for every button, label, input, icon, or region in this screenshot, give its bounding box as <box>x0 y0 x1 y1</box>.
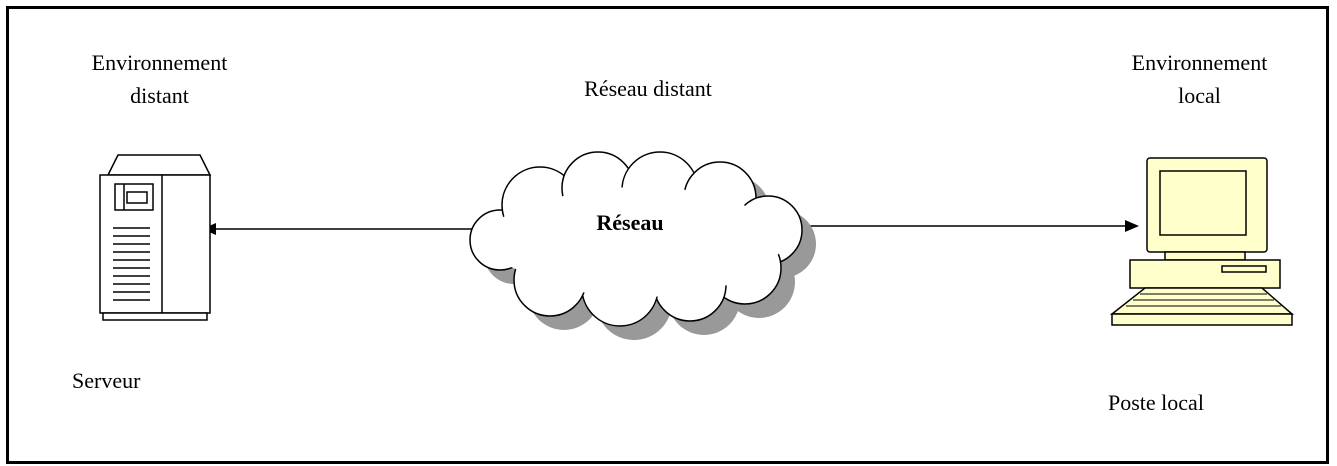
cloud-label: Réseau <box>596 210 664 235</box>
remote-network-title: Réseau distant <box>584 76 712 101</box>
server-caption: Serveur <box>72 368 141 393</box>
network-cloud-icon <box>469 151 816 340</box>
server-icon <box>99 154 212 321</box>
workstation-icon <box>1109 157 1295 326</box>
local-environment-title: Environnement local <box>1131 50 1268 108</box>
workstation-caption: Poste local <box>1108 390 1204 415</box>
remote-environment-title: Environnement distant <box>91 50 228 108</box>
